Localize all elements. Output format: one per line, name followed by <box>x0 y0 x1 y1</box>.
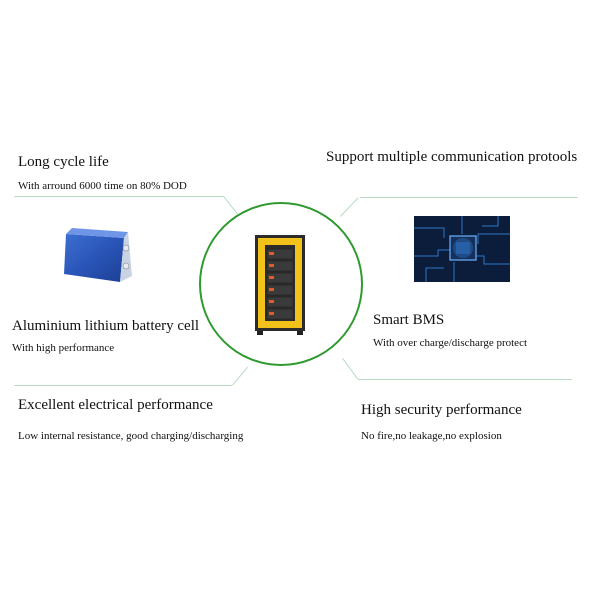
connector-top-right-diag <box>340 197 359 217</box>
connector-bottom-right-diag <box>342 358 359 380</box>
connector-top-left <box>14 196 224 197</box>
connector-bottom-right <box>358 379 572 380</box>
connector-top-right <box>360 197 578 198</box>
connector-bottom-left <box>14 385 232 386</box>
feature-title-aluminium-cell: Aluminium lithium battery cell <box>12 318 200 334</box>
feature-subtitle-security: No fire,no leakage,no explosion <box>361 430 502 442</box>
feature-title-smart-bms: Smart BMS <box>373 312 445 328</box>
feature-title-security: High security performance <box>361 402 522 418</box>
feature-title-long-cycle-life: Long cycle life <box>18 154 109 170</box>
feature-title-electrical: Excellent electrical performance <box>18 397 213 413</box>
battery-cell-icon <box>64 228 132 282</box>
feature-subtitle-aluminium-cell: With high performance <box>12 342 115 354</box>
circuit-chip-icon <box>414 216 510 282</box>
feature-subtitle-long-cycle-life: With arround 6000 time on 80% DOD <box>18 180 187 192</box>
feature-subtitle-smart-bms: With over charge/discharge protect <box>373 337 528 349</box>
battery-cabinet-icon <box>255 235 305 335</box>
feature-subtitle-electrical: Low internal resistance, good charging/d… <box>18 430 244 442</box>
feature-title-communication: Support multiple communication protools <box>326 149 578 165</box>
connector-bottom-left-diag <box>232 366 249 386</box>
